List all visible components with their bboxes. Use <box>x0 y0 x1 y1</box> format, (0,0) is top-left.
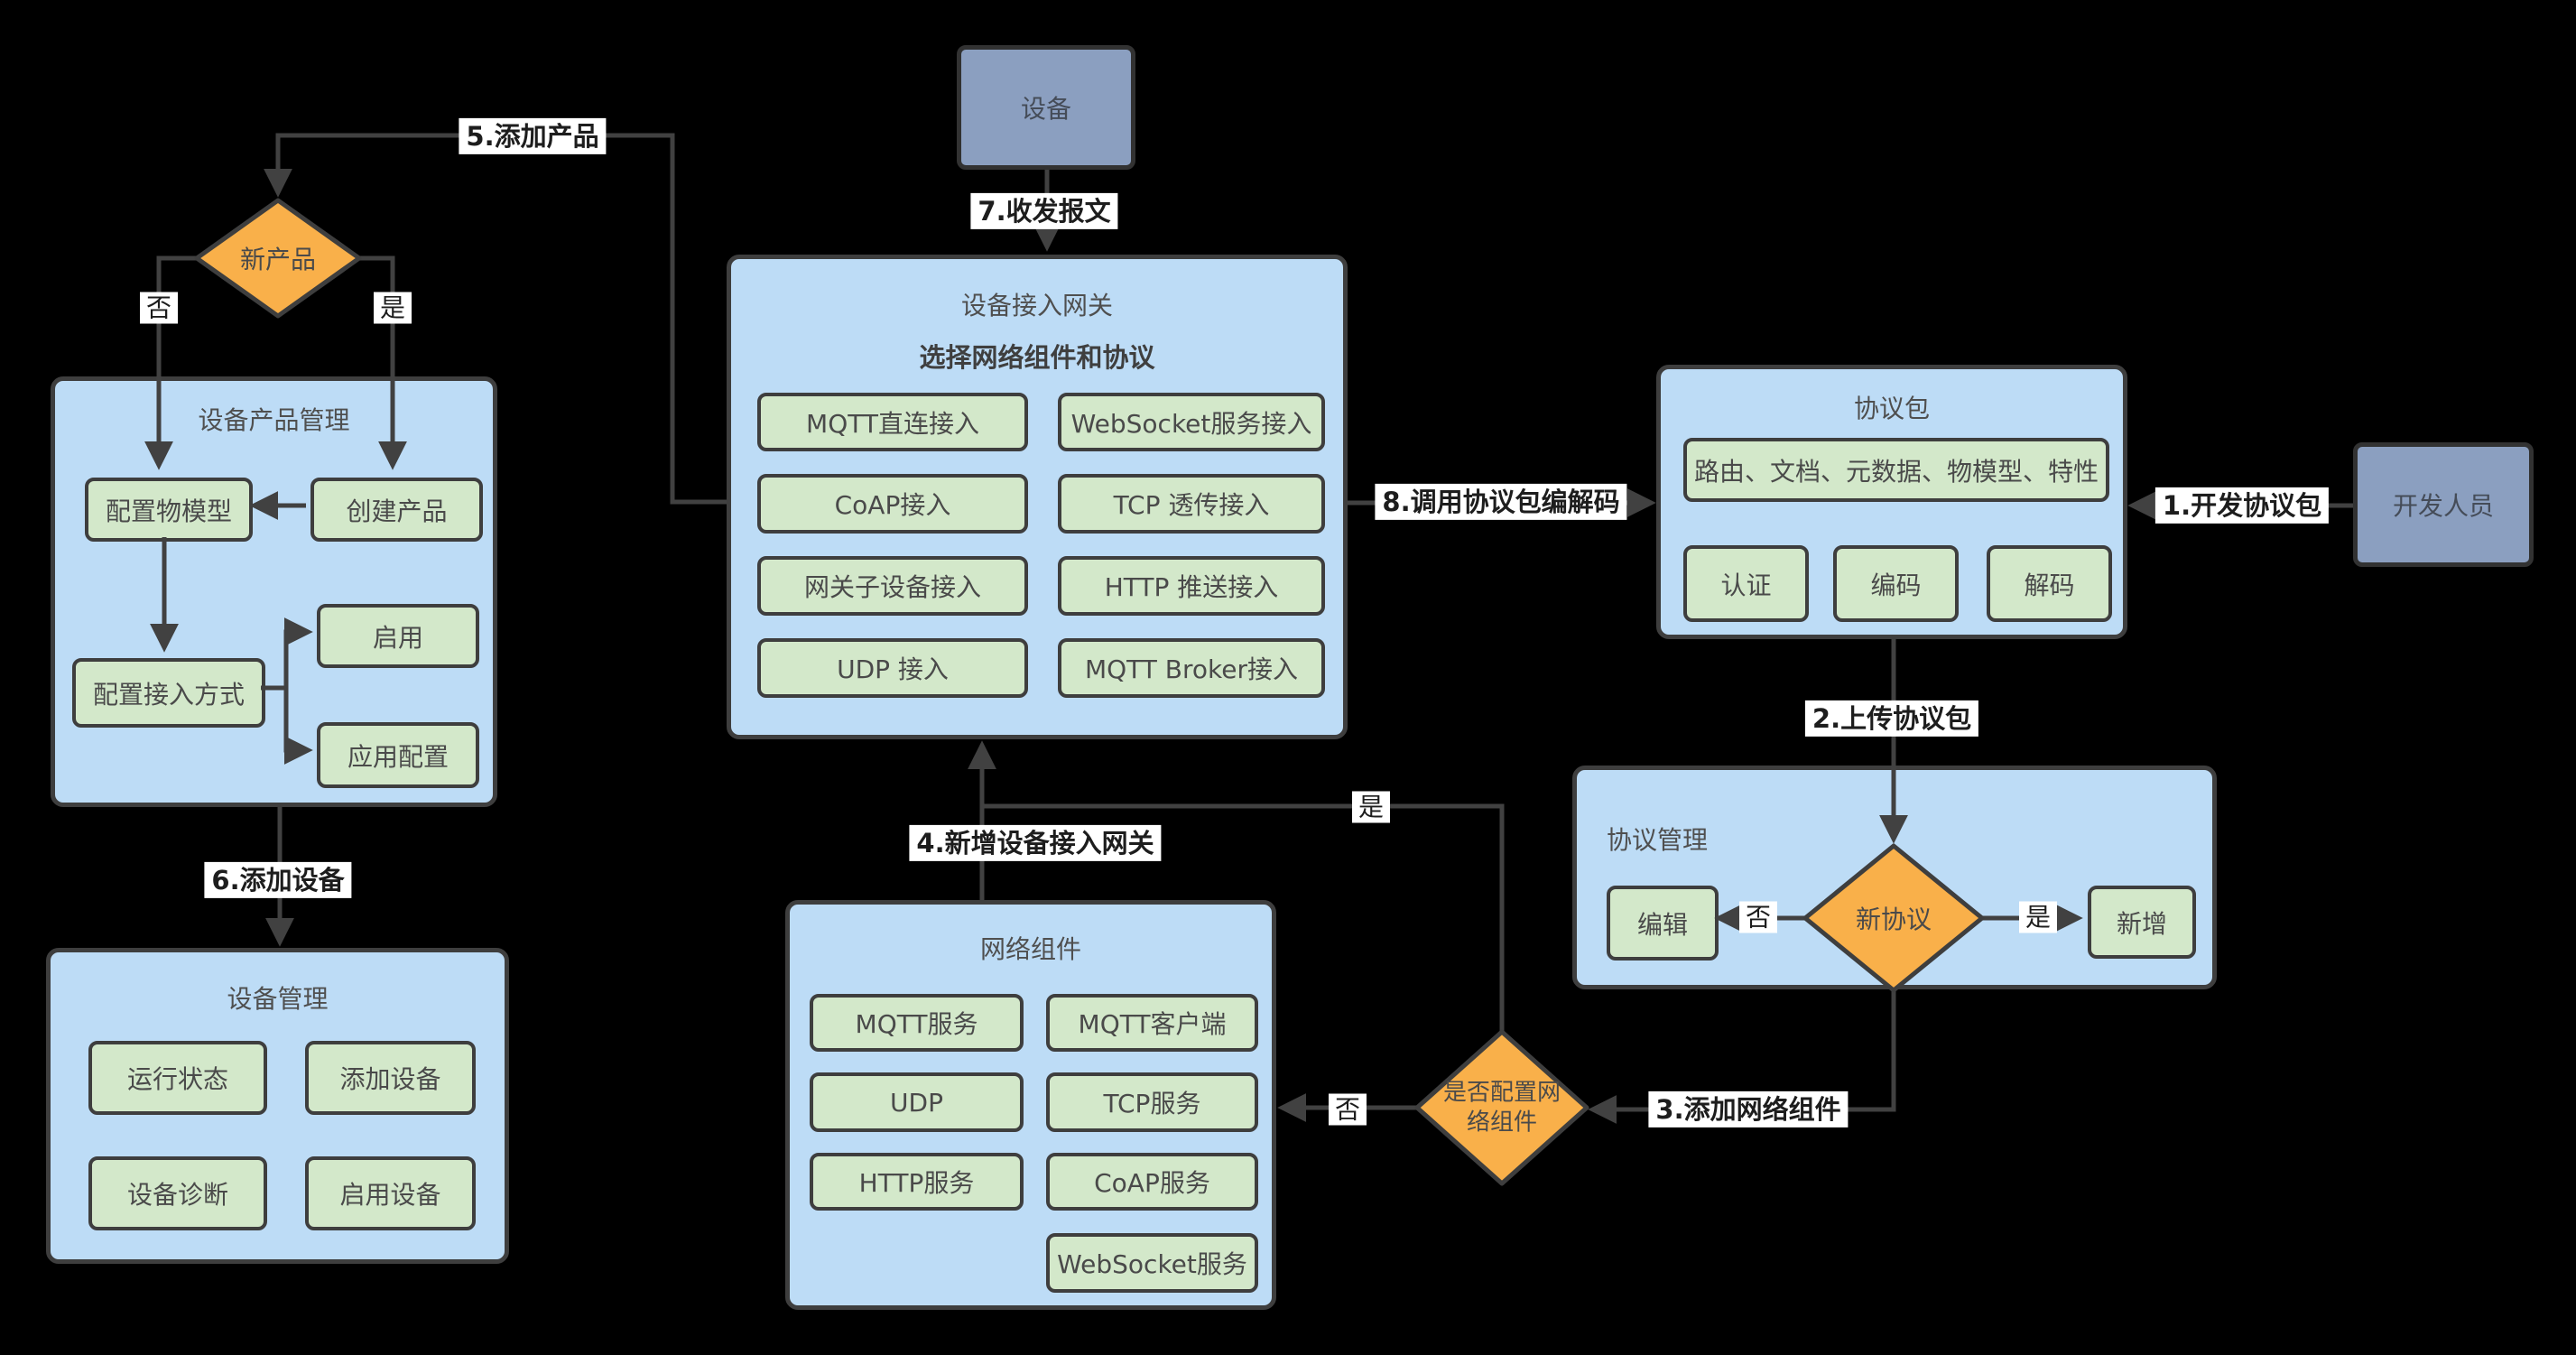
new-protocol-diamond-label: 新协议 <box>1855 905 1932 934</box>
edge-label-no-new-protocol: 否 <box>1738 901 1778 933</box>
edge-label-step7: 7.收发报文 <box>970 192 1118 230</box>
edge-label-yes-new-product: 是 <box>373 292 412 324</box>
edge-label-yes-config-network: 是 <box>1351 791 1391 823</box>
device-mgmt-title: 设备管理 <box>227 984 329 1014</box>
protocol-pkg-container: 协议包 路由、文档、元数据、物模型、特性 认证 编码 解码 <box>1656 365 2127 639</box>
gateway-button-mqtt-direct: MQTT直连接入 <box>757 393 1028 451</box>
button-enable: 启用 <box>317 604 479 668</box>
edge-label-step6: 6.添加设备 <box>204 861 352 899</box>
button-mqtt-service: MQTT服务 <box>810 994 1024 1052</box>
network-container: 网络组件 MQTT服务 MQTT客户端 UDP TCP服务 HTTP服务 CoA… <box>785 900 1276 1310</box>
edge-label-yes-new-protocol: 是 <box>2018 901 2058 933</box>
gateway-button-mqtt-broker: MQTT Broker接入 <box>1058 638 1325 698</box>
gateway-button-udp: UDP 接入 <box>757 638 1028 698</box>
developer-node: 开发人员 <box>2353 442 2534 567</box>
button-encode: 编码 <box>1833 545 1959 622</box>
button-edit: 编辑 <box>1607 886 1719 961</box>
gateway-subtitle: 选择网络组件和协议 <box>919 342 1155 373</box>
developer-node-label: 开发人员 <box>2392 491 2494 521</box>
device-mgmt-container: 设备管理 运行状态 添加设备 设备诊断 启用设备 <box>46 948 509 1264</box>
edge-label-step1: 1.开发协议包 <box>2154 487 2330 524</box>
gateway-container: 设备接入网关 选择网络组件和协议 MQTT直连接入 WebSocket服务接入 … <box>727 255 1348 739</box>
edge-label-step8: 8.调用协议包编解码 <box>1375 483 1627 521</box>
edge-label-no-config-network: 否 <box>1328 1093 1367 1126</box>
button-udp-service: UDP <box>810 1072 1024 1132</box>
config-network-diamond-label: 是否配置网络组件 <box>1442 1079 1561 1137</box>
button-add-new: 新增 <box>2088 886 2196 959</box>
button-http-service: HTTP服务 <box>810 1153 1024 1211</box>
product-mgmt-title: 设备产品管理 <box>198 405 350 435</box>
button-config-thing-model: 配置物模型 <box>85 478 253 542</box>
button-websocket-service: WebSocket服务 <box>1046 1233 1258 1293</box>
button-enable-device: 启用设备 <box>305 1156 476 1230</box>
edge-label-no-new-product: 否 <box>139 292 179 324</box>
protocol-mgmt-container: 协议管理 编辑 新增 <box>1572 766 2217 989</box>
protocol-mgmt-title: 协议管理 <box>1607 825 1709 855</box>
product-mgmt-container: 设备产品管理 配置物模型 创建产品 配置接入方式 启用 应用配置 <box>51 376 497 807</box>
edge-label-step5: 5.添加产品 <box>459 117 607 155</box>
button-create-product: 创建产品 <box>310 478 483 542</box>
gateway-button-coap: CoAP接入 <box>757 474 1028 534</box>
button-coap-service: CoAP服务 <box>1046 1153 1258 1211</box>
gateway-button-websocket: WebSocket服务接入 <box>1058 393 1325 451</box>
button-config-access-mode: 配置接入方式 <box>72 658 265 728</box>
button-mqtt-client: MQTT客户端 <box>1046 994 1258 1052</box>
network-title: 网络组件 <box>979 934 1081 964</box>
button-auth: 认证 <box>1683 545 1809 622</box>
device-node: 设备 <box>957 45 1135 170</box>
edge-label-step3: 3.添加网络组件 <box>1648 1090 1849 1128</box>
device-node-label: 设备 <box>1020 94 1071 124</box>
button-device-diagnose: 设备诊断 <box>88 1156 267 1230</box>
gateway-button-http: HTTP 推送接入 <box>1058 556 1325 616</box>
new-product-diamond-label: 新产品 <box>239 245 317 274</box>
button-add-device: 添加设备 <box>305 1041 476 1115</box>
edge-label-step4: 4.新增设备接入网关 <box>909 824 1162 862</box>
button-run-status: 运行状态 <box>88 1041 267 1115</box>
gateway-title: 设备接入网关 <box>960 291 1113 320</box>
button-tcp-service: TCP服务 <box>1046 1072 1258 1132</box>
gateway-button-tcp: TCP 透传接入 <box>1058 474 1325 534</box>
button-app-config: 应用配置 <box>317 722 479 788</box>
button-route-doc-meta: 路由、文档、元数据、物模型、特性 <box>1683 438 2109 502</box>
button-decode: 解码 <box>1987 545 2112 622</box>
protocol-pkg-title: 协议包 <box>1853 394 1930 423</box>
edge-label-step2: 2.上传协议包 <box>1804 700 1979 738</box>
gateway-button-subdevice: 网关子设备接入 <box>757 556 1028 616</box>
